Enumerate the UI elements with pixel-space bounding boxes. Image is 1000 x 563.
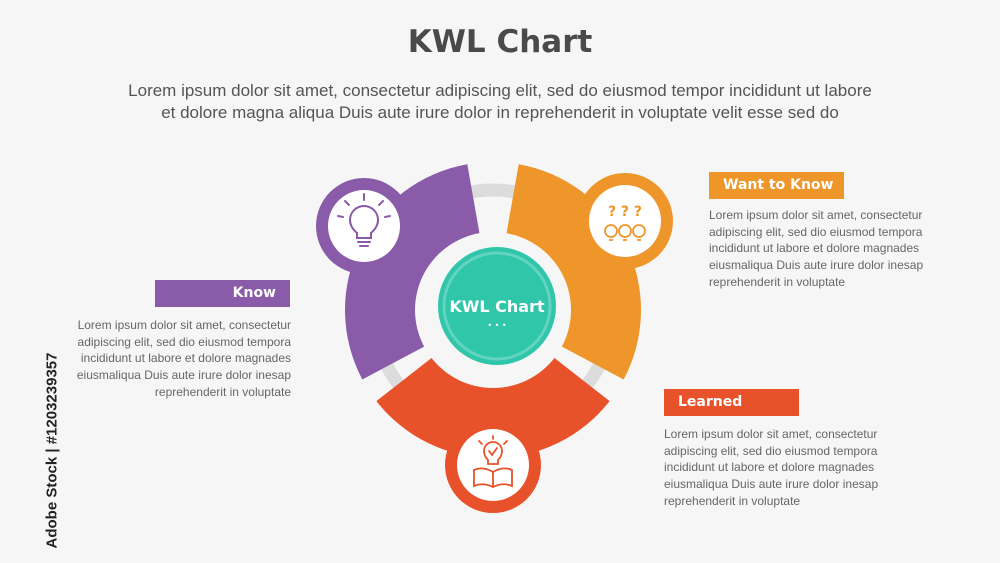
know-badge: [316, 178, 412, 274]
learned-segment[interactable]: [376, 358, 610, 458]
page-subtitle: Lorem ipsum dolor sit amet, consectetur …: [40, 80, 960, 124]
want-desc-line: adipiscing elit, sed dio eiusmod tempora: [709, 224, 923, 239]
book-bulb-icon: [473, 435, 513, 489]
center-circle[interactable]: [438, 247, 556, 365]
know-desc-line: adipiscing elit, sed dio eiusmod tempora: [77, 334, 291, 349]
question-marks: ? ? ?: [608, 204, 642, 220]
know-desc-line: incididunt ut labore et dolore magnades: [80, 351, 291, 366]
learned-label: Learned: [678, 394, 743, 410]
know-desc-line: eiusmaliqua Duis aute irure dolor inesap: [76, 368, 291, 383]
lightbulb-icon: [337, 193, 391, 247]
center-dots: • • •: [487, 321, 506, 330]
subtitle-line: Lorem ipsum dolor sit amet, consectetur …: [128, 81, 872, 100]
learned-description: Lorem ipsum dolor sit amet, consectetur …: [664, 426, 909, 510]
want-desc-line: incididunt ut labore et dolore magnades: [709, 241, 920, 256]
know-label-bar: Know: [155, 280, 290, 307]
want-desc-line: eiusmaliqua Duis aute irure dolor inesap: [709, 258, 924, 273]
learned-desc-line: Lorem ipsum dolor sit amet, consectetur: [664, 427, 878, 441]
question-bulbs-icon: ? ? ?: [604, 204, 646, 241]
learned-desc-line: incididunt ut labore et dolore magnades: [664, 460, 875, 475]
subtitle-line: et dolore magna aliqua Duis aute irure d…: [161, 103, 839, 122]
want-badge: ? ? ?: [577, 173, 673, 269]
want-label: Want to Know: [723, 177, 834, 193]
want-description: Lorem ipsum dolor sit amet, consectetur …: [709, 207, 954, 291]
stock-watermark: Adobe Stock | #1203239357: [43, 352, 61, 549]
know-desc-line: reprehenderit in voluptate: [154, 384, 291, 399]
learned-desc-line: adipiscing elit, sed dio eiusmod tempora: [664, 443, 878, 458]
learned-desc-line: eiusmaliqua Duis aute irure dolor inesap: [664, 477, 879, 492]
want-label-bar: Want to Know: [709, 172, 844, 199]
learned-badge: [445, 417, 541, 513]
know-desc-line: Lorem ipsum dolor sit amet, consectetur: [77, 318, 291, 332]
learned-desc-line: reprehenderit in voluptate: [664, 493, 801, 508]
know-description: Lorem ipsum dolor sit amet, consectetur …: [46, 317, 291, 401]
want-desc-line: reprehenderit in voluptate: [709, 274, 846, 289]
page-title: KWL Chart: [407, 24, 593, 60]
center-title: KWL Chart: [449, 297, 545, 316]
want-desc-line: Lorem ipsum dolor sit amet, consectetur: [709, 208, 923, 222]
know-label: Know: [232, 285, 276, 301]
learned-label-bar: Learned: [664, 389, 799, 416]
